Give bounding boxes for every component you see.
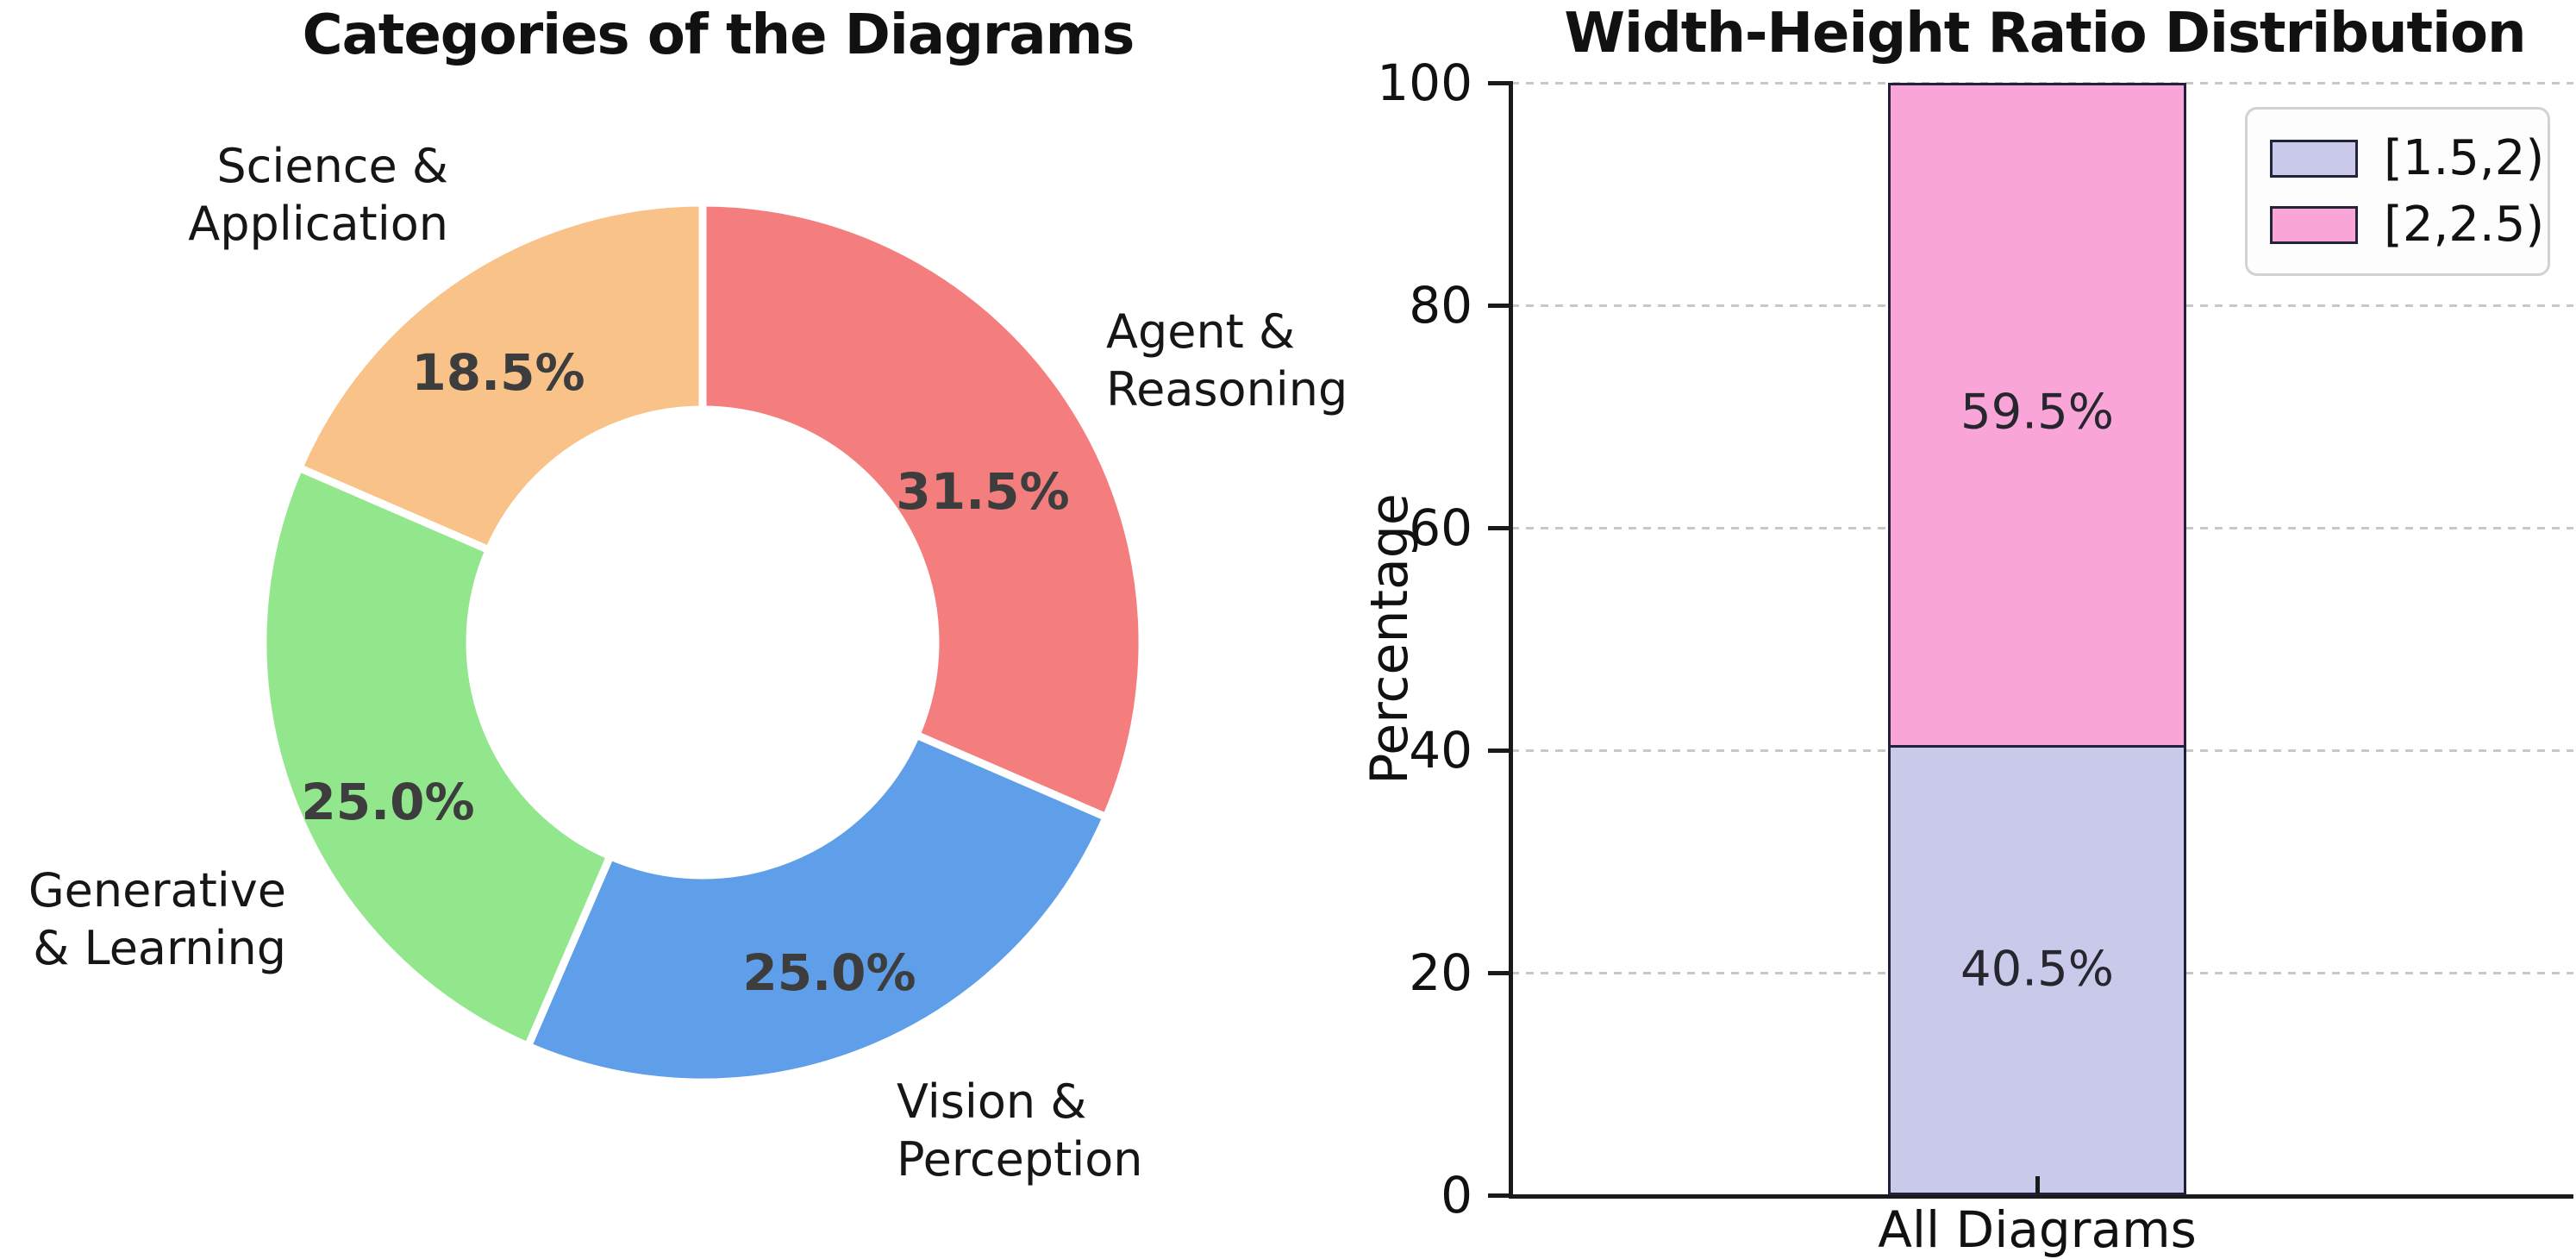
legend-row-2-2.5: [2,2.5) [2270, 197, 2544, 253]
pct-label-generative-learning: 25.0% [301, 773, 475, 831]
category-label-line: Perception [897, 1131, 1143, 1187]
y-tick-20 [1488, 971, 1509, 975]
category-label-line: Reasoning [1106, 361, 1348, 417]
category-label-line: Generative [28, 863, 286, 918]
category-label-line: Science & [216, 139, 448, 193]
category-label-science-application: Science & Application [103, 138, 448, 254]
legend: [1.5,2) [2,2.5) [2245, 107, 2550, 276]
bar-chart-title: Width-Height Ratio Distribution [1564, 2, 2526, 66]
pct-label-agent-reasoning: 31.5% [896, 462, 1070, 521]
y-tick-label-0: 0 [1441, 1166, 1472, 1225]
y-tick-label-60: 60 [1409, 498, 1472, 557]
legend-swatch-2-2.5 [2270, 205, 2358, 244]
legend-label-1.5-2: [1.5,2) [2384, 130, 2545, 186]
category-label-line: Agent & [1106, 304, 1296, 359]
bar-segment-1.5-2 [1888, 745, 2186, 1195]
y-tick-label-80: 80 [1409, 276, 1472, 335]
y-tick-label-20: 20 [1409, 943, 1472, 1002]
y-axis-spine [1509, 81, 1513, 1197]
y-tick-100 [1488, 81, 1509, 85]
donut-chart-title: Categories of the Diagrams [302, 3, 1135, 67]
pct-label-science-application: 18.5% [411, 343, 585, 402]
donut-chart [259, 198, 1147, 1087]
bar-segment-2-2.5 [1888, 83, 2186, 745]
bar-pct-label-2-2.5: 59.5% [1960, 384, 2114, 441]
category-label-agent-reasoning: Agent & Reasoning [1106, 304, 1347, 419]
y-tick-label-40: 40 [1409, 721, 1472, 780]
x-axis-spine [1509, 1194, 2573, 1199]
category-label-line: Vision & [897, 1074, 1087, 1129]
category-label-generative-learning: Generative & Learning [0, 862, 286, 978]
pct-label-vision-perception: 25.0% [742, 943, 916, 1002]
bar-pct-label-1.5-2: 40.5% [1960, 941, 2114, 998]
legend-swatch-1.5-2 [2270, 139, 2358, 178]
category-label-line: & Learning [33, 920, 286, 975]
legend-label-2-2.5: [2,2.5) [2384, 197, 2545, 253]
category-label-line: Application [188, 196, 448, 251]
category-label-vision-perception: Vision & Perception [897, 1074, 1143, 1189]
x-tick-all-diagrams [2035, 1176, 2040, 1194]
y-tick-0 [1488, 1193, 1509, 1198]
y-tick-60 [1488, 526, 1509, 530]
y-tick-80 [1488, 304, 1509, 308]
legend-row-1.5-2: [1.5,2) [2270, 130, 2544, 186]
y-axis-label: Percentage [1360, 493, 1420, 785]
y-tick-40 [1488, 749, 1509, 753]
x-tick-label-all-diagrams: All Diagrams [1878, 1200, 2197, 1259]
y-tick-label-100: 100 [1377, 53, 1472, 112]
donut-hole [466, 405, 940, 880]
